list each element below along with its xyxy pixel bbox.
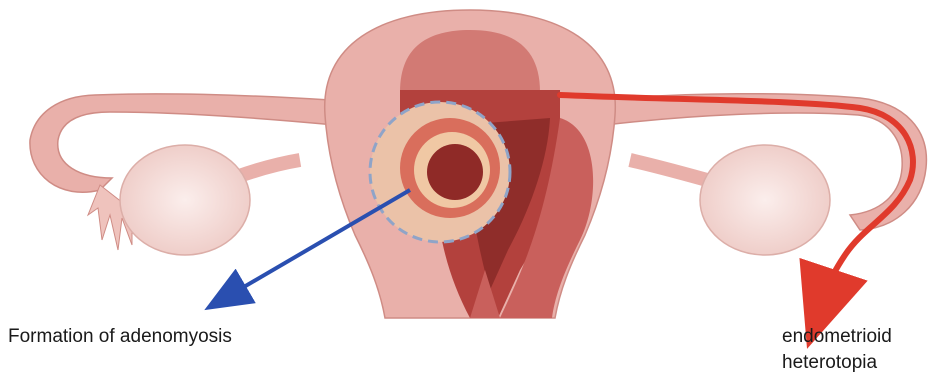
heterotopia-label-line1: endometrioid [782,324,892,350]
adenomyosis-label: Formation of adenomyosis [8,324,232,350]
lesion-core [427,144,483,200]
heterotopia-label-line2: heterotopia [782,350,892,375]
adenomyosis-lesion [370,102,510,242]
heterotopia-label: endometrioid heterotopia [782,324,892,375]
left-ovary [120,145,250,255]
right-ovary [700,145,830,255]
